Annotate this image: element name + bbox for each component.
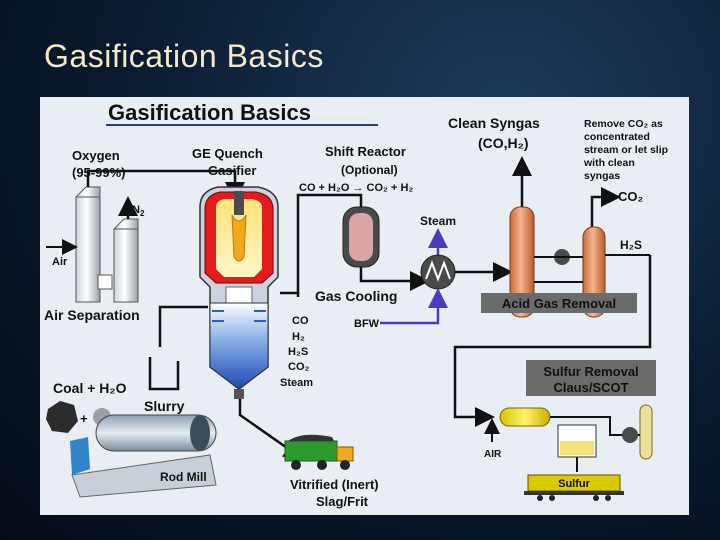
clean-syngas-label: Clean Syngas: [448, 115, 540, 131]
svg-text:CO: CO: [292, 315, 309, 327]
slag-frit-label: Slag/Frit: [316, 494, 369, 509]
co2-out-label: CO₂: [618, 189, 644, 204]
oxygen-purity-label: (95-99%): [72, 165, 125, 180]
rod-mill: [70, 415, 216, 497]
bfw-label: BFW: [354, 318, 380, 330]
claus-unit: [500, 405, 652, 459]
shift-reactor: [343, 207, 379, 267]
shift-reaction: CO + H₂O → CO₂ + H₂: [299, 182, 413, 194]
slide-title: Gasification Basics: [44, 38, 324, 75]
slurry-to-gasifier-line: [160, 307, 208, 347]
gasifier-label-2: Gasifier: [208, 163, 256, 178]
svg-text:Steam: Steam: [280, 377, 313, 389]
h2s-out-label: H₂S: [620, 238, 642, 252]
sulfur-label: Sulfur: [558, 478, 590, 490]
slag-truck: [285, 435, 353, 470]
plus-sign: +: [80, 411, 88, 426]
gas-cooling-label: Gas Cooling: [315, 288, 397, 304]
co2-out-line: [592, 197, 616, 227]
svg-text:H₂S: H₂S: [288, 346, 308, 358]
air-separation-label: Air Separation: [44, 307, 140, 323]
raw-syngas-products: CO H₂ H₂S CO₂ Steam: [280, 315, 313, 389]
coal-water-label: Coal + H₂O: [53, 380, 127, 396]
claus-scot-label: Claus/SCOT: [553, 380, 628, 395]
raw-gas-line: [280, 195, 340, 293]
sulfur-removal-label: Sulfur Removal: [543, 364, 638, 379]
diagram-canvas: Gasification Basics Oxygen (95-99%) N2 A…: [40, 97, 689, 515]
shift-optional-label: (Optional): [341, 163, 398, 177]
gasification-diagram: Gasification Basics Oxygen (95-99%) N2 A…: [40, 97, 689, 515]
slurry-feed-line: [150, 357, 178, 389]
gas-cooling-exchanger: [421, 255, 455, 289]
svg-text:syngas: syngas: [584, 170, 620, 182]
svg-text:concentrated: concentrated: [584, 131, 650, 143]
vitrified-label: Vitrified (Inert): [290, 477, 379, 492]
gasifier-label: GE Quench: [192, 146, 263, 161]
claus-air-label: AIR: [484, 449, 502, 460]
shift-to-cooling-line: [361, 267, 425, 281]
remove-co2-note: Remove CO₂ as concentrated stream or let…: [583, 118, 668, 182]
svg-text:CO₂: CO₂: [288, 361, 310, 373]
air-inlet-label: Air: [52, 256, 68, 268]
n2-label: N2: [132, 204, 145, 218]
clean-syngas-composition: (CO,H₂): [478, 135, 529, 151]
svg-text:H₂: H₂: [292, 331, 305, 343]
gasifier-vessel: [200, 187, 278, 399]
shift-reactor-label: Shift Reactor: [325, 144, 406, 159]
svg-text:with clean: with clean: [583, 157, 635, 169]
diagram-header: Gasification Basics: [108, 100, 311, 125]
acid-gas-removal-label: Acid Gas Removal: [502, 296, 616, 311]
rod-mill-label: Rod Mill: [160, 470, 207, 484]
steam-out-label: Steam: [420, 214, 456, 228]
svg-text:stream or let slip: stream or let slip: [584, 144, 668, 156]
slurry-label: Slurry: [144, 398, 185, 414]
oxygen-label: Oxygen: [72, 148, 120, 163]
svg-text:Remove CO₂ as: Remove CO₂ as: [584, 118, 663, 130]
